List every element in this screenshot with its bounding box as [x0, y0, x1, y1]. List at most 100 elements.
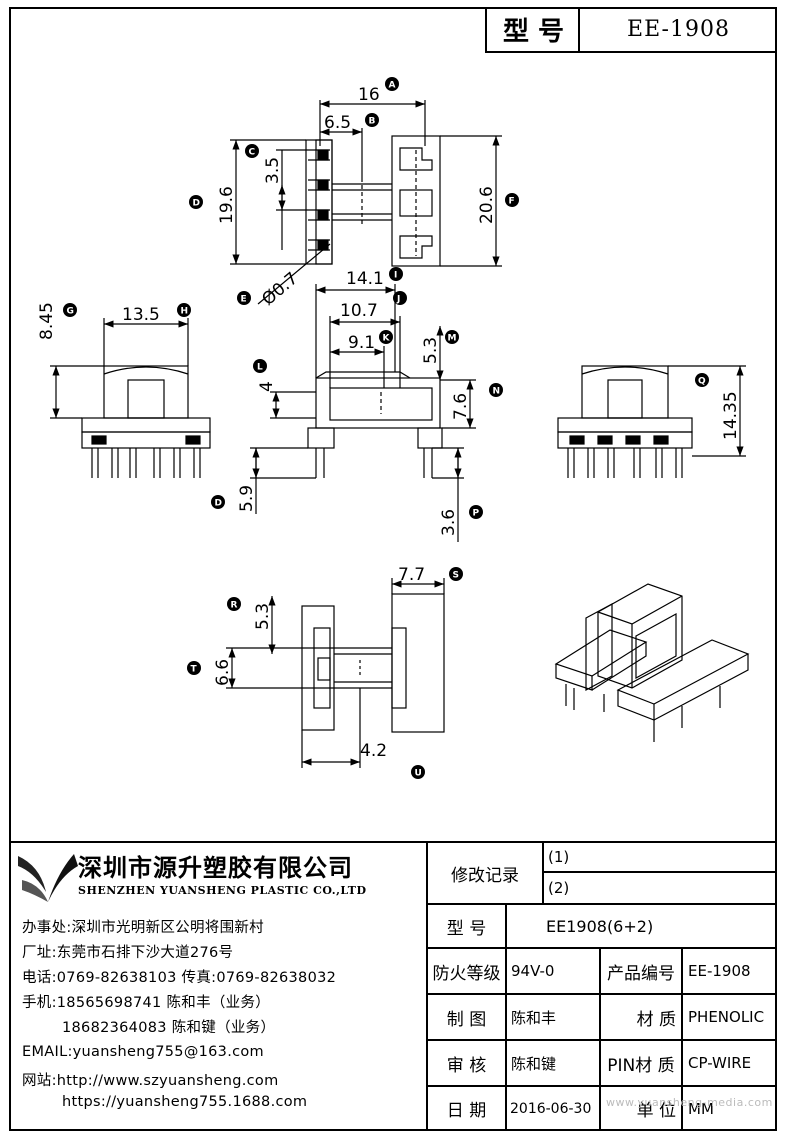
svg-text:Q: Q: [698, 377, 706, 387]
revision-label: 修改记录: [427, 842, 543, 904]
dim-L-value: 4: [257, 381, 277, 392]
revision-row-2: (2): [548, 872, 569, 904]
svg-text:D: D: [193, 199, 200, 209]
side-section-view: [307, 371, 443, 478]
title-block-grid: [9, 841, 777, 1131]
spec-model-value: EE1908(6+2): [546, 904, 653, 948]
ref-marker-Q: Q: [695, 373, 709, 387]
company-email[interactable]: EMAIL:yuansheng755@163.com: [22, 1044, 264, 1060]
dim-Q-value: 14.35: [721, 391, 741, 440]
svg-text:E: E: [241, 295, 247, 305]
spec-pin-material-value: CP-WIRE: [688, 1040, 751, 1086]
spec-model-label: 型 号: [427, 904, 506, 948]
svg-text:F: F: [509, 197, 515, 207]
dim-M-value: 5.3: [421, 337, 441, 364]
spec-unit-value-text: MM: [688, 1099, 714, 1118]
right-view: [557, 365, 693, 478]
spec-fire-label-text: 防火等级: [432, 963, 501, 984]
spec-fire-label: 防火等级: [427, 948, 506, 994]
top-view-left: [305, 139, 392, 265]
ref-marker-M: M: [445, 330, 459, 344]
revision-row-1: (1): [548, 842, 569, 872]
spec-check-label: 审 核: [427, 1040, 506, 1086]
ref-marker-A: A: [385, 77, 399, 91]
spec-unit-value: MM: [688, 1086, 714, 1131]
top-view-right: [391, 135, 441, 267]
ref-marker-T: T: [187, 661, 201, 675]
svg-text:H: H: [181, 307, 189, 317]
ref-marker-D-side: D: [211, 495, 225, 509]
spec-check-value-text: 陈和键: [511, 1054, 557, 1073]
ref-marker-S: S: [449, 567, 463, 581]
ref-marker-L: L: [253, 359, 267, 373]
revision-label-text: 修改记录: [451, 865, 519, 886]
isometric-view: [554, 583, 750, 742]
dim-D-side-value: 5.9: [237, 485, 257, 512]
company-mobile-1: 手机:18565698741 陈和丰（业务）: [22, 995, 271, 1011]
spec-check-value: 陈和键: [511, 1040, 556, 1086]
company-factory: 厂址:东莞市石排下沙大道276号: [22, 945, 234, 961]
dim-D-top-value: 19.6: [217, 186, 237, 224]
svg-text:I: I: [394, 271, 397, 281]
dim-R-value: 5.3: [253, 603, 273, 630]
title-model-label: 型 号: [485, 7, 580, 53]
spec-date-label-text: 日 期: [446, 1101, 487, 1121]
svg-text:J: J: [396, 295, 400, 305]
dim-J-value: 10.7: [340, 301, 378, 321]
ref-marker-J: J: [393, 291, 407, 305]
spec-date-value-text: 2016-06-30: [510, 1100, 592, 1117]
spec-drawn-value: 陈和丰: [511, 994, 556, 1040]
ref-marker-U: U: [411, 765, 425, 779]
spec-pin-material-label: PIN材 质: [600, 1040, 682, 1086]
revision-row-2-text: (2): [548, 879, 570, 897]
dim-P-value: 3.6: [439, 509, 459, 536]
ref-marker-P: P: [469, 505, 483, 519]
spec-unit-label: 单 位: [600, 1086, 682, 1131]
ref-marker-F: F: [505, 193, 519, 207]
svg-text:L: L: [257, 363, 263, 373]
spec-product-no-label-text: 产品编号: [607, 963, 675, 984]
svg-text:D: D: [215, 499, 222, 509]
svg-text:M: M: [448, 334, 457, 344]
title-model-value-text: EE-1908: [627, 16, 730, 42]
spec-model-value-text: EE1908(6+2): [546, 916, 654, 936]
title-model-value: EE-1908: [578, 7, 777, 53]
company-website-2[interactable]: https://yuansheng755.1688.com: [62, 1094, 308, 1110]
dim-G-value: 8.45: [37, 302, 57, 340]
ref-marker-C: C: [245, 144, 259, 158]
svg-text:R: R: [231, 601, 238, 611]
dim-H-value: 13.5: [122, 305, 160, 325]
dim-A-value: 16: [358, 85, 380, 105]
spec-drawn-label: 制 图: [427, 994, 506, 1040]
ref-marker-N: N: [489, 383, 503, 397]
dim-E-value: Ø0.7: [258, 269, 302, 310]
dim-S-value: 7.7: [398, 565, 425, 585]
dim-T-value: 6.6: [213, 659, 233, 686]
company-name-cn: 深圳市源升塑胶有限公司: [78, 854, 353, 882]
company-phone: 电话:0769-82638103 传真:0769-82638032: [22, 970, 337, 986]
drawing-frame: [9, 7, 777, 1131]
spec-product-no-value: EE-1908: [688, 948, 751, 994]
spec-pin-material-label-text: PIN材 质: [607, 1055, 675, 1076]
svg-text:B: B: [369, 117, 376, 127]
bottom-view: [301, 593, 445, 733]
spec-product-no-label: 产品编号: [600, 948, 682, 994]
dim-C-value: 3.5: [263, 157, 283, 184]
spec-fire-value-text: 94V-0: [511, 962, 555, 980]
dim-N-value: 7.6: [451, 393, 471, 420]
front-view: [81, 365, 211, 478]
spec-model-label-text: 型 号: [446, 918, 487, 939]
company-website-1[interactable]: 网站:http://www.szyuansheng.com: [22, 1073, 279, 1089]
svg-text:G: G: [67, 307, 74, 317]
spec-drawn-value-text: 陈和丰: [511, 1008, 557, 1027]
svg-text:T: T: [191, 665, 198, 675]
ref-marker-E: E: [237, 291, 251, 305]
ref-marker-I: I: [389, 267, 403, 281]
company-office: 办事处:深圳市光明新区公明将围新村: [22, 920, 264, 936]
spec-date-value: 2016-06-30: [510, 1086, 591, 1131]
dim-U-value: 4.2: [360, 741, 387, 761]
ref-marker-H: H: [177, 303, 191, 317]
company-mobile-2: 18682364083 陈和键（业务）: [62, 1020, 276, 1036]
svg-text:K: K: [383, 334, 391, 344]
